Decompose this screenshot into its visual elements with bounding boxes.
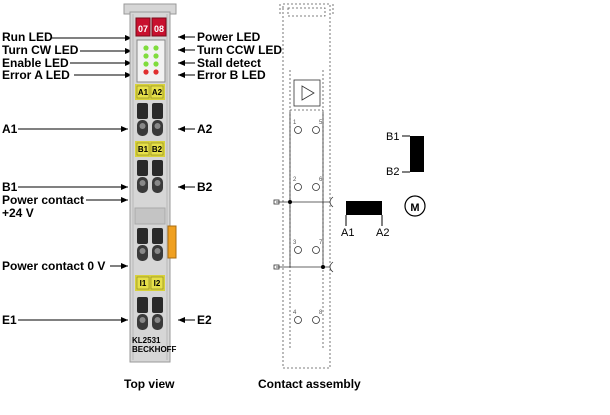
terminal-label-b2: B2 — [152, 145, 163, 154]
terminal-label-i2: I2 — [154, 279, 161, 288]
contact-assembly — [273, 3, 334, 369]
label-e1: E1 — [2, 313, 17, 327]
right-pointer-lines — [178, 34, 195, 323]
label-a1: A1 — [2, 122, 18, 136]
caption-top-view: Top view — [124, 377, 175, 391]
winding-label-a2: A2 — [376, 227, 389, 239]
module-brand: BECKHOFF — [132, 345, 177, 354]
label-turn-cw-led: Turn CW LED — [2, 43, 79, 57]
pin-number-8: 8 — [319, 310, 323, 316]
label-enable-led: Enable LED — [2, 56, 69, 70]
label-b1: B1 — [2, 180, 18, 194]
motor-symbol — [404, 195, 426, 217]
module-model: KL2531 — [132, 336, 161, 345]
terminal-label-a2: A2 — [152, 88, 163, 97]
label-e2: E2 — [197, 313, 212, 327]
pin-number-1: 1 — [293, 120, 297, 126]
pin-number-6: 6 — [319, 177, 323, 183]
pin-number-7: 7 — [319, 240, 323, 246]
winding-label-a1: A1 — [341, 227, 354, 239]
motor-symbol-letter: M — [410, 202, 419, 214]
label-power-contact-0v: Power contact 0 V — [2, 259, 106, 273]
caption-contact-assembly: Contact assembly — [258, 377, 361, 391]
terminal-label-b1: B1 — [138, 145, 149, 154]
label-error-a-led: Error A LED — [2, 68, 70, 82]
pin-number-4: 4 — [293, 310, 297, 316]
left-pointer-lines — [18, 35, 132, 323]
led-tab-label-2: 08 — [154, 24, 164, 34]
pin-number-5: 5 — [319, 120, 323, 126]
label-run-led: Run LED — [2, 30, 53, 44]
led-tab-label-1: 07 — [138, 24, 148, 34]
winding-label-b2: B2 — [386, 166, 399, 178]
terminal-label-i1: I1 — [140, 279, 147, 288]
label-error-b-led: Error B LED — [197, 68, 266, 82]
terminal-label-a1: A1 — [138, 88, 149, 97]
label-power-led: Power LED — [197, 30, 261, 44]
winding-b-coil — [410, 136, 424, 172]
pin-number-2: 2 — [293, 177, 297, 183]
terminal-module — [123, 3, 177, 363]
label-turn-ccw-led: Turn CCW LED — [197, 43, 283, 57]
label-a2: A2 — [197, 122, 213, 136]
label-b2: B2 — [197, 180, 213, 194]
pin-number-3: 3 — [293, 240, 297, 246]
label-plus-24v: +24 V — [2, 206, 34, 220]
label-power-contact: Power contact — [2, 193, 85, 207]
winding-a-coil — [346, 201, 382, 215]
label-stall-detect: Stall detect — [197, 56, 262, 70]
winding-label-b1: B1 — [386, 131, 399, 143]
